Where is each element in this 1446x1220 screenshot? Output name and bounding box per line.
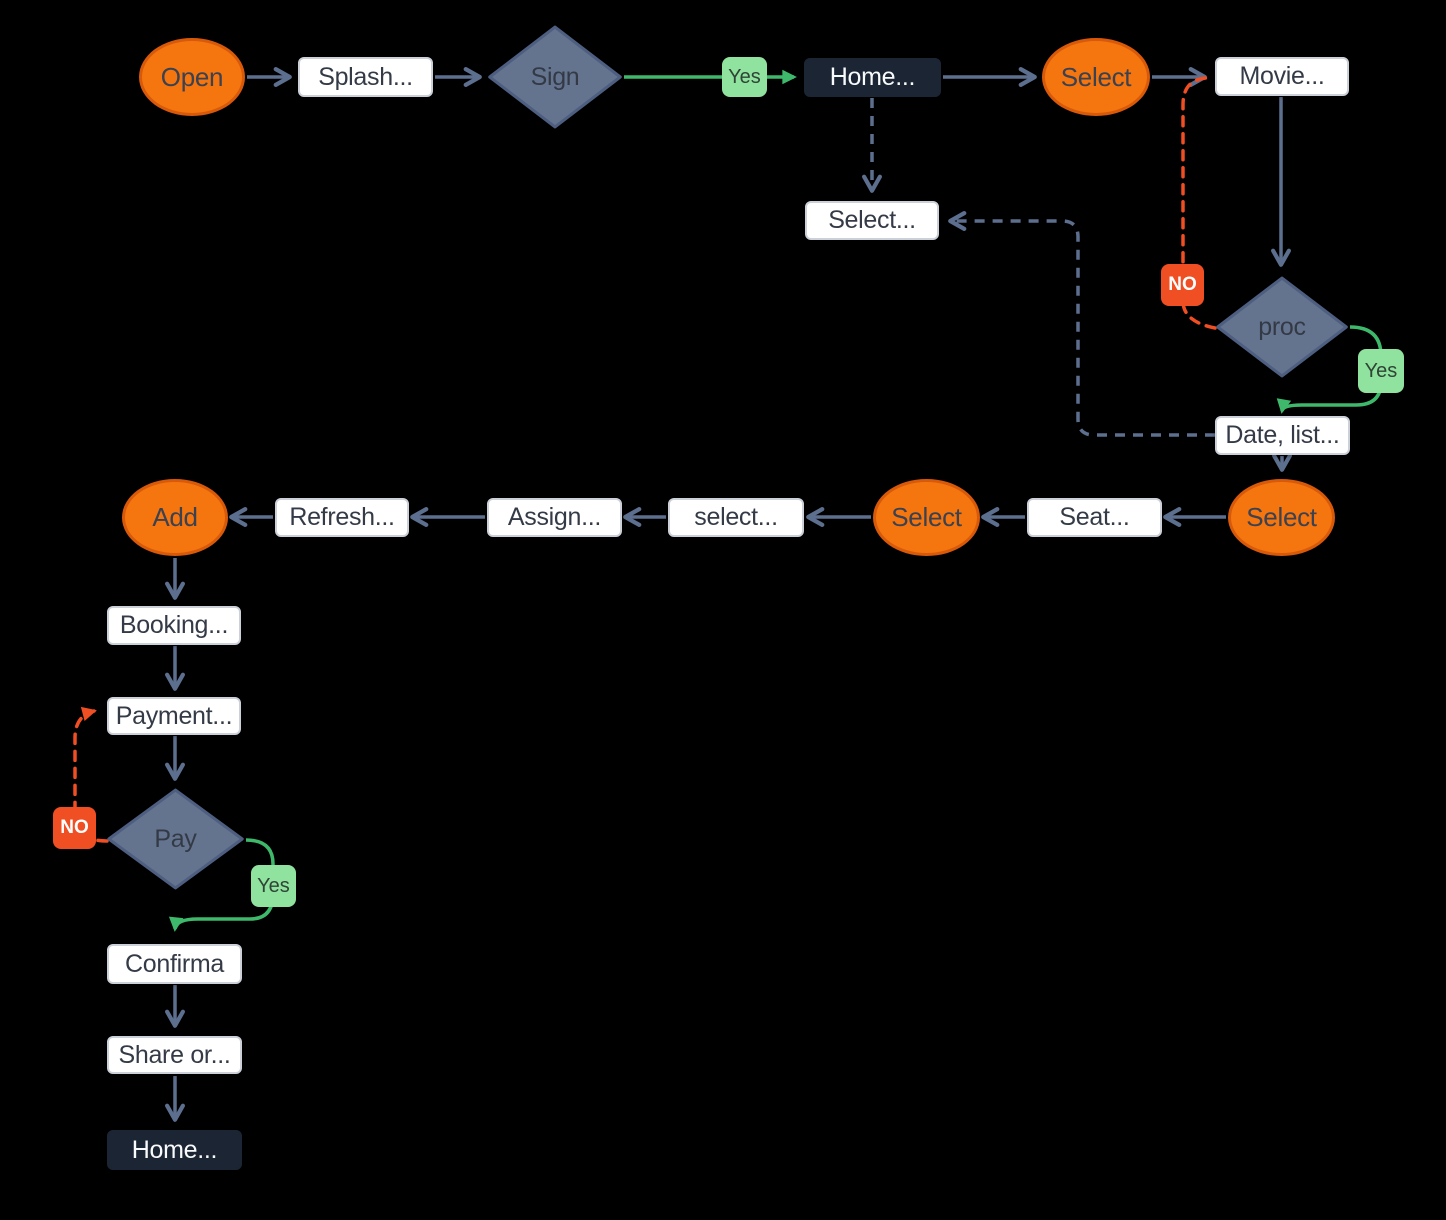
- node-share-label: Share or...: [118, 1040, 231, 1069]
- node-seat-label: Seat...: [1059, 503, 1130, 531]
- edge-label-sign-yes[interactable]: Yes: [722, 57, 767, 97]
- node-seat[interactable]: Seat...: [1027, 498, 1162, 537]
- node-select-date[interactable]: Select: [1228, 479, 1335, 556]
- node-home-bottom-label: Home...: [131, 1135, 218, 1164]
- node-home-top[interactable]: Home...: [804, 58, 941, 97]
- edge-label-pay-no[interactable]: NO: [53, 807, 96, 849]
- edge-proc-yes-datelist: [1276, 325, 1383, 414]
- diamond-shape: [106, 788, 245, 890]
- diamond-shape: [487, 25, 623, 129]
- edge-label-text: NO: [1168, 274, 1197, 295]
- node-pay-label: Pay: [154, 824, 197, 853]
- node-confirmation-label: Confirma: [124, 949, 225, 978]
- node-movie[interactable]: Movie...: [1215, 57, 1349, 96]
- edge-label-text: Yes: [728, 65, 761, 88]
- edge-datelist-selectscreen-dashed: [948, 211, 1215, 437]
- node-add[interactable]: Add: [122, 479, 228, 556]
- node-booking[interactable]: Booking...: [107, 606, 241, 645]
- node-splash-label: Splash...: [318, 62, 413, 91]
- node-booking-label: Booking...: [119, 611, 229, 639]
- node-select-screen-label: Select...: [828, 206, 916, 234]
- node-select-seat-label: Select: [891, 502, 962, 532]
- node-refresh-label: Refresh...: [289, 503, 395, 531]
- node-home-bottom[interactable]: Home...: [107, 1130, 242, 1170]
- node-payment-label: Payment...: [115, 701, 233, 730]
- node-select-home-label: Select: [1060, 61, 1132, 92]
- edge-label-text: Yes: [257, 874, 290, 897]
- node-assign-label: Assign...: [507, 503, 602, 531]
- edge-pay-yes-confirmation: [168, 838, 275, 932]
- edge-proc-no-movie: [1181, 76, 1217, 330]
- node-select-home[interactable]: Select: [1042, 38, 1150, 116]
- node-select-seat[interactable]: Select: [873, 479, 980, 556]
- edge-label-pay-yes[interactable]: Yes: [251, 865, 296, 907]
- node-assign[interactable]: Assign...: [487, 498, 622, 537]
- node-sign-decision[interactable]: Sign: [487, 25, 623, 129]
- node-select-small-label: select...: [694, 503, 778, 531]
- node-share[interactable]: Share or...: [107, 1036, 242, 1074]
- edge-label-proc-no[interactable]: NO: [1161, 264, 1204, 306]
- node-date-list[interactable]: Date, list...: [1215, 416, 1350, 455]
- node-movie-label: Movie...: [1239, 62, 1325, 90]
- edge-label-text: NO: [60, 817, 89, 838]
- node-payment[interactable]: Payment...: [107, 697, 241, 735]
- node-date-list-label: Date, list...: [1225, 421, 1340, 449]
- node-open[interactable]: Open: [139, 38, 245, 116]
- node-select-screen[interactable]: Select...: [805, 201, 939, 240]
- node-select-small[interactable]: select...: [668, 498, 804, 537]
- node-open-label: Open: [160, 61, 224, 92]
- edge-label-proc-yes[interactable]: Yes: [1358, 349, 1404, 393]
- node-splash[interactable]: Splash...: [298, 57, 433, 97]
- node-home-top-label: Home...: [829, 63, 916, 91]
- node-sign-label: Sign: [530, 62, 580, 91]
- edge-label-text: Yes: [1364, 359, 1398, 382]
- node-refresh[interactable]: Refresh...: [275, 498, 409, 537]
- diamond-shape: [1215, 276, 1349, 378]
- node-proc-label: proc: [1258, 312, 1306, 341]
- node-add-label: Add: [152, 502, 198, 532]
- node-select-date-label: Select: [1246, 502, 1317, 532]
- node-proc-decision[interactable]: proc: [1215, 276, 1349, 378]
- node-confirmation[interactable]: Confirma: [107, 944, 242, 984]
- node-pay-decision[interactable]: Pay: [106, 788, 245, 890]
